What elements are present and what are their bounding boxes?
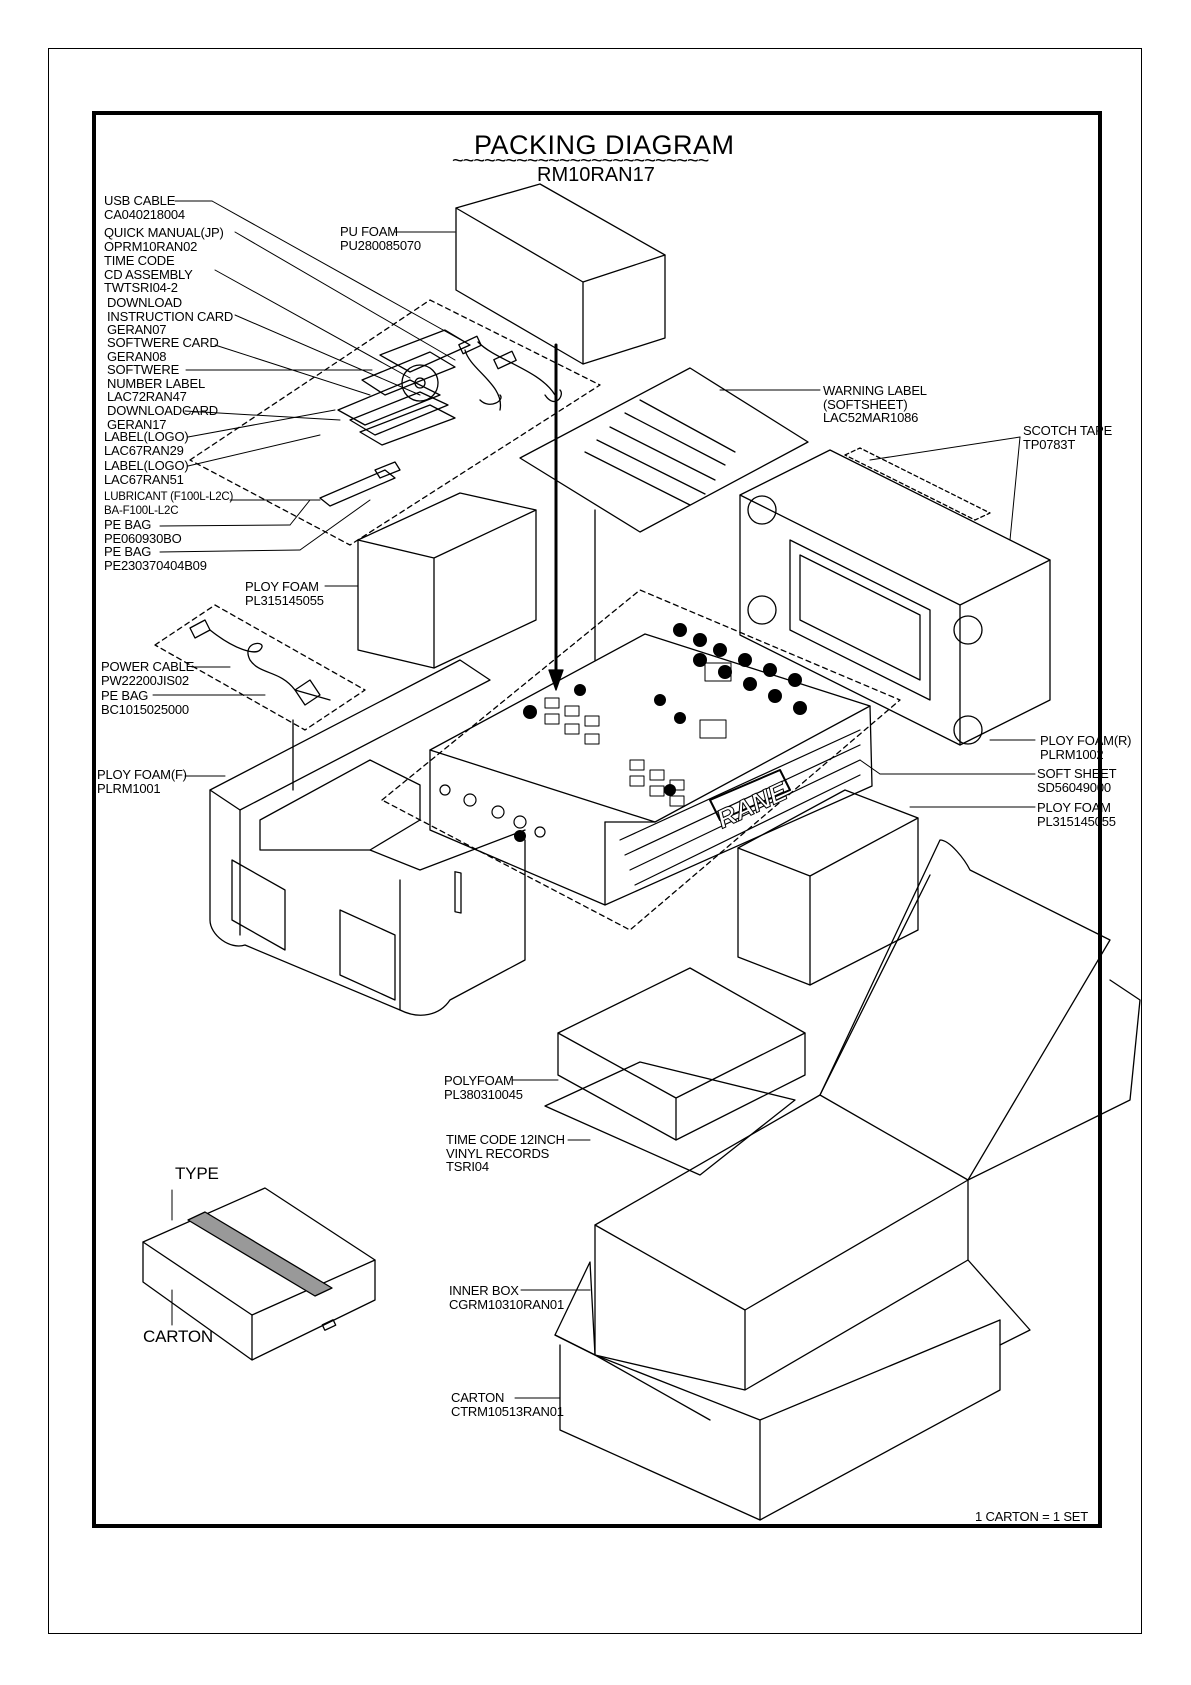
set-note: 1 CARTON = 1 SET (975, 1509, 1089, 1524)
diagram-title: PACKING DIAGRAM (474, 130, 735, 160)
page-border (48, 48, 1142, 1634)
warning-sheet (519, 367, 809, 661)
title-underline: ~~~~~~~~~~~~~~~~~~~~~~~~ (452, 150, 709, 172)
pu-foam-block (455, 183, 666, 365)
accessory-bag (189, 299, 601, 546)
ploy-foam-f-label: PLOY FOAM(F)PLRM1001 (97, 767, 187, 796)
inner-box (594, 839, 1141, 1391)
quick-manual-label: QUICK MANUAL(JP)OPRM10RAN02 (104, 225, 224, 254)
power-cable-bag (154, 604, 366, 791)
diagram-border (92, 111, 1102, 1528)
front-ploy-foam (209, 659, 526, 1016)
outer-carton (554, 1259, 1031, 1521)
label-logo-2: LABEL(LOGO)LAC67RAN51 (104, 458, 189, 487)
lubricant-label: LUBRICANT (F100L-L2C)BA-F100L-L2C (104, 491, 234, 517)
model-number: RM10RAN17 (537, 164, 655, 186)
leader-lines (152, 200, 1036, 1399)
legend-carton (142, 1187, 376, 1361)
mixer-unit (381, 589, 901, 931)
ploy-foam-left-block (357, 492, 537, 669)
label-logo-1: LABEL(LOGO)LAC67RAN29 (104, 429, 189, 458)
ploy-foam-r-label: PLOY FOAM(R)PLRM1002 (1040, 733, 1132, 762)
legend-type-label: TYPE (175, 1164, 219, 1183)
polyfoam-and-vinyl (544, 967, 806, 1176)
rear-ploy-foam (739, 447, 1051, 746)
legend-carton-label: CARTON (143, 1327, 213, 1346)
ploy-foam-right-block (737, 789, 919, 986)
warning-label-label: WARNING LABEL (SOFTSHEET)LAC52MAR1086 (823, 383, 927, 425)
